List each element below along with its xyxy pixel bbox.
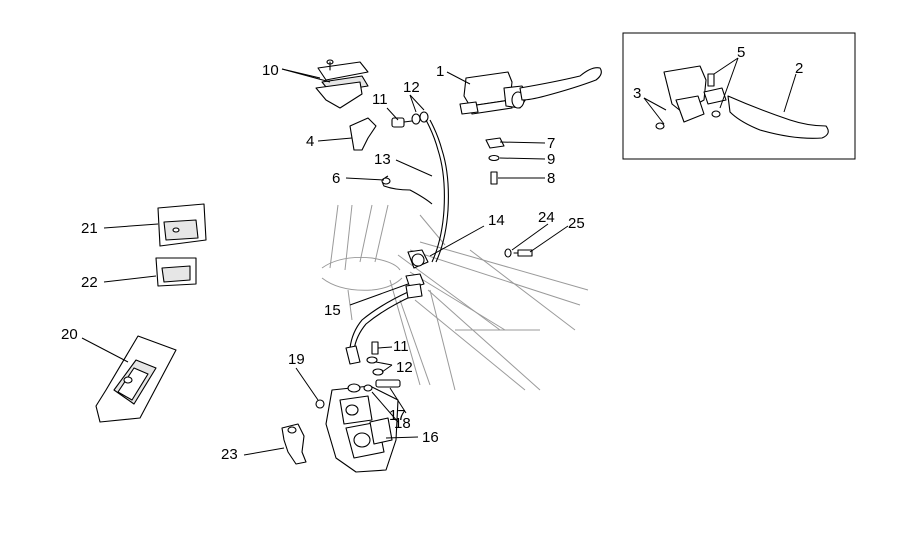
- caliper-bolt-17: [375, 379, 401, 388]
- callout-11-lower: 11: [393, 338, 409, 355]
- hose-fitting-14: [407, 249, 429, 269]
- brake-lever-main: [519, 67, 602, 101]
- screw-25: [504, 248, 533, 258]
- callout-1: 1: [436, 63, 444, 80]
- brake-caliper: [325, 383, 399, 473]
- banjo-bolt-upper: [391, 111, 429, 128]
- callout-2: 2: [795, 60, 803, 77]
- callout-9: 9: [547, 151, 555, 168]
- callout-22: 22: [81, 274, 98, 291]
- brake-pads-20: [95, 335, 177, 423]
- callout-21: 21: [81, 220, 98, 237]
- leader-lines: [81, 57, 797, 456]
- callout-19: 19: [288, 351, 305, 368]
- washer-19: [315, 399, 325, 409]
- hose-fitting-15: [405, 273, 425, 299]
- callout-13: 13: [374, 151, 391, 168]
- callout-5: 5: [737, 44, 745, 61]
- callout-24: 24: [538, 209, 555, 226]
- callout-6: 6: [332, 170, 340, 187]
- rubber-cap: [349, 117, 377, 151]
- brake-switch: [485, 137, 505, 185]
- bleeder-18: [363, 384, 373, 392]
- inset-panel: [622, 32, 856, 160]
- callout-3: 3: [633, 85, 641, 102]
- callout-labels: 1 2 3 4 5 6 7 8 9 10 11 12 13 14 15 16 1…: [61, 44, 803, 463]
- callout-14: 14: [488, 212, 505, 229]
- callout-10: 10: [262, 62, 279, 79]
- callout-18: 18: [394, 415, 411, 432]
- callout-17: 17: [389, 407, 406, 424]
- brake-hose: [345, 119, 449, 365]
- pad-spring-23: [281, 423, 307, 465]
- callout-23: 23: [221, 446, 238, 463]
- callout-12-lower: 12: [396, 359, 413, 376]
- callout-15: 15: [324, 302, 341, 319]
- callout-11-upper: 11: [372, 91, 388, 108]
- banjo-bolt-lower: [366, 341, 384, 376]
- brake-pads-22: [155, 257, 197, 287]
- brake-pads-21: [157, 203, 207, 247]
- callout-8: 8: [547, 170, 555, 187]
- callout-20: 20: [61, 326, 78, 343]
- reservoir-cap: [315, 59, 369, 109]
- master-cylinder: [459, 71, 529, 115]
- callout-4: 4: [306, 133, 314, 150]
- callout-25: 25: [568, 215, 585, 232]
- callout-7: 7: [547, 135, 555, 152]
- callout-12-upper: 12: [403, 79, 420, 96]
- callout-16: 16: [422, 429, 439, 446]
- hose-clip: [381, 175, 433, 205]
- frame-tubes: [321, 204, 589, 391]
